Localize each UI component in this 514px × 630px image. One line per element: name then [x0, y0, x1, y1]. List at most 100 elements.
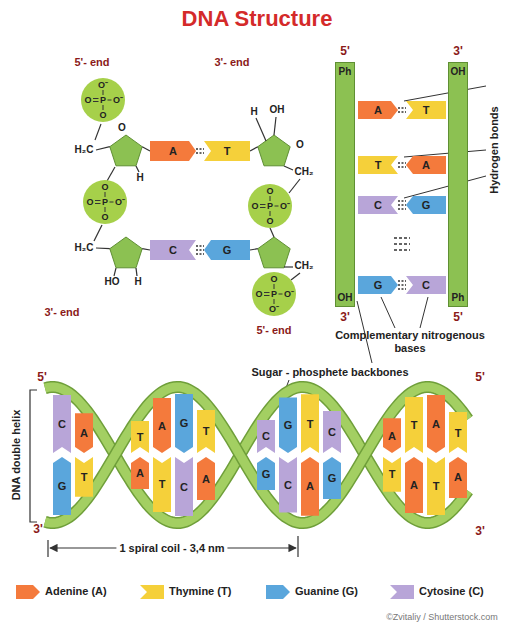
base-letter: C [284, 479, 292, 491]
base-letter: A [169, 145, 177, 157]
nitrogenous-base: G [175, 394, 193, 453]
dimension-line [48, 536, 298, 557]
bracket [30, 390, 37, 522]
callout-label: Sugar - phosphete backbones [251, 366, 408, 379]
nitrogenous-base: G [323, 457, 341, 499]
strand-end: 5' [37, 371, 47, 385]
base-letter: A [306, 480, 314, 492]
legend-swatch [140, 585, 164, 599]
atom-symbol: P [267, 202, 273, 211]
atom-label: O [296, 139, 304, 151]
base-letter: G [58, 480, 67, 492]
hydrogen-bond [398, 163, 406, 167]
watermark: ©Zvitaliy / Shutterstock.com [386, 612, 498, 622]
base-letter: G [374, 279, 383, 291]
hydrogen-bond [398, 281, 406, 289]
atom-symbol: O [255, 290, 262, 299]
phosphate-group: O⁻ OP O⁻ O [81, 78, 125, 122]
legend-swatch [390, 585, 414, 599]
legend-text: Adenine (A) [45, 585, 107, 597]
nitrogenous-base: C [175, 457, 193, 516]
end-label: 3'- end [44, 306, 79, 319]
atom-symbol: O [86, 198, 93, 207]
base-letter: C [58, 418, 66, 430]
atom-symbol: O [99, 111, 106, 120]
nitrogenous-base: T [405, 397, 423, 453]
rail-end-label: OH [451, 66, 466, 77]
base-letter: T [455, 427, 462, 439]
base-letter: G [262, 468, 271, 480]
base-letter: G [422, 199, 431, 211]
hydrogen-bond [196, 246, 204, 254]
legend-swatch [266, 585, 290, 599]
atom-symbol: O [84, 96, 91, 105]
base-letter: C [422, 279, 430, 291]
base-letter: A [422, 159, 430, 171]
strand-end: 3' [453, 45, 463, 59]
base-letter: G [180, 417, 189, 429]
nitrogenous-base: G [53, 457, 71, 515]
sugar-phosphate-rail: OH Ph [448, 62, 468, 307]
callout-label: Hydrogen bonds [488, 106, 501, 193]
rail-end-label: Ph [452, 292, 465, 303]
legend-text: Guanine (G) [295, 585, 358, 597]
sugar-phosphate-rail: PhOH [335, 62, 355, 307]
hydrogen-bond [196, 149, 204, 153]
base-letter: C [262, 430, 270, 442]
phosphate-group: OOPO⁻O [83, 180, 127, 224]
hydrogen-bond [398, 108, 406, 112]
atom-label: H₂C [75, 144, 94, 156]
nitrogenous-base: A [150, 141, 196, 161]
nitrogenous-base: T [197, 410, 215, 453]
nitrogenous-base: T [358, 156, 398, 174]
base-letter: A [454, 471, 462, 483]
nitrogenous-base: G [406, 196, 446, 214]
atom-symbol: O⁻ [280, 202, 290, 211]
nitrogenous-base: G [204, 240, 250, 260]
nitrogenous-base: T [131, 421, 149, 453]
strand-end: 3' [475, 525, 485, 539]
atom-symbol: O [270, 275, 277, 284]
atom-symbol: O [251, 202, 258, 211]
strand-end: 5' [453, 311, 463, 325]
nitrogenous-base: T [449, 412, 467, 453]
nitrogenous-base: T [153, 457, 171, 512]
base-letter: T [433, 480, 440, 492]
atom-label: H [250, 106, 257, 118]
rail-end-label: Ph [339, 66, 352, 77]
atom-symbol: P [102, 198, 108, 207]
end-label: 5'- end [256, 324, 291, 337]
base-letter: T [307, 418, 314, 430]
base-letter: A [410, 479, 418, 491]
callout-label: Complementary nitrogenous bases [335, 329, 485, 354]
strand-end: 3' [340, 311, 350, 325]
base-letter: C [328, 426, 336, 438]
atom-symbol: O⁻ [284, 290, 294, 299]
base-letter: C [169, 244, 177, 256]
atom-label: H [134, 276, 141, 288]
nitrogenous-base: A [301, 457, 319, 516]
chemical-bond [94, 117, 300, 280]
base-letter: A [80, 427, 88, 439]
nitrogenous-base: A [131, 457, 149, 489]
nitrogenous-base: G [279, 397, 297, 453]
atom-symbol: P [100, 96, 106, 105]
nitrogenous-base: G [257, 457, 275, 490]
legend-swatch [16, 585, 40, 599]
atom-symbol: O⁻ [113, 96, 123, 105]
base-letter: T [423, 104, 430, 116]
base-letter: T [137, 431, 144, 443]
strand-end: 5' [475, 371, 485, 385]
atom-label: OH [270, 104, 285, 116]
base-letter: T [411, 419, 418, 431]
atom-label: O [118, 122, 126, 134]
atom-symbol: O⁻ [269, 305, 279, 314]
nitrogenous-base: A [197, 457, 215, 500]
end-label: 5'- end [74, 56, 109, 69]
nitrogenous-base: A [153, 398, 171, 453]
end-label: 3'- end [214, 56, 249, 69]
dimension-label: 1 spiral coil - 3,4 nm [116, 542, 227, 555]
atom-symbol: O⁻ [98, 81, 108, 90]
rail-end-label: OH [338, 292, 353, 303]
